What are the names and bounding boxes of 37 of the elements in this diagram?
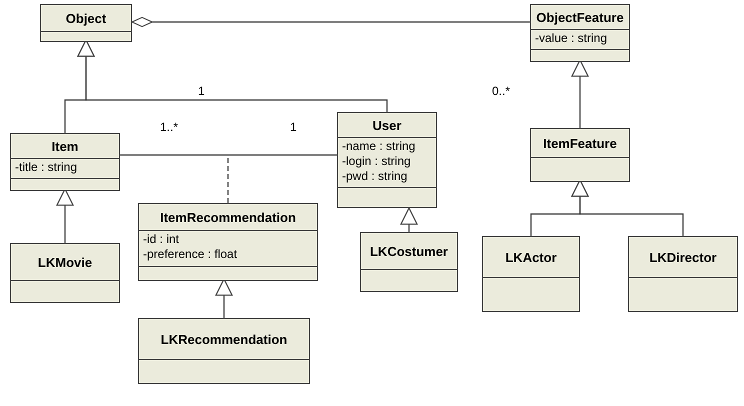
- attribute-text: -name : string: [342, 139, 416, 154]
- class-box: [40, 4, 132, 42]
- attribute-text: -title : string: [15, 160, 78, 175]
- class-name: ItemFeature: [543, 136, 617, 150]
- association-line: [227, 155, 229, 203]
- class-name: LKActor: [505, 250, 557, 264]
- class-box: [530, 128, 630, 182]
- attribute-text: -preference : float: [143, 247, 238, 262]
- class-name: LKCostumer: [370, 244, 448, 258]
- attribute-text: -value : string: [535, 31, 608, 46]
- multiplicity-label: 1: [290, 120, 297, 134]
- multiplicity-label: 1..*: [160, 120, 178, 134]
- class-name: LKDirector: [649, 250, 717, 264]
- class-box: [10, 133, 120, 191]
- class-name: Object: [66, 10, 106, 26]
- class-name: Item: [52, 138, 78, 154]
- class-name: ItemRecommendation: [160, 210, 296, 224]
- class-name: ObjectFeature: [536, 10, 624, 24]
- class-name: User: [372, 118, 402, 132]
- class-box: [10, 243, 120, 303]
- attribute-text: -pwd : string: [342, 169, 408, 184]
- class-box: [138, 318, 310, 384]
- class-box: [337, 112, 437, 208]
- attribute-text: -login : string: [342, 154, 412, 169]
- multiplicity-label: 0..*: [492, 84, 510, 98]
- association-line: [120, 154, 337, 156]
- aggregation-line: [131, 16, 530, 28]
- generalization-arrow: [400, 207, 418, 232]
- class-name: LKMovie: [38, 254, 92, 270]
- class-box: [138, 203, 318, 281]
- multiplicity-label: 1: [198, 84, 205, 98]
- class-box: [482, 236, 580, 312]
- class-name: LKRecommendation: [160, 332, 288, 346]
- class-box: [530, 4, 630, 62]
- attribute-text: -id : int: [143, 232, 180, 247]
- class-box: [628, 236, 738, 312]
- class-box: [360, 232, 458, 292]
